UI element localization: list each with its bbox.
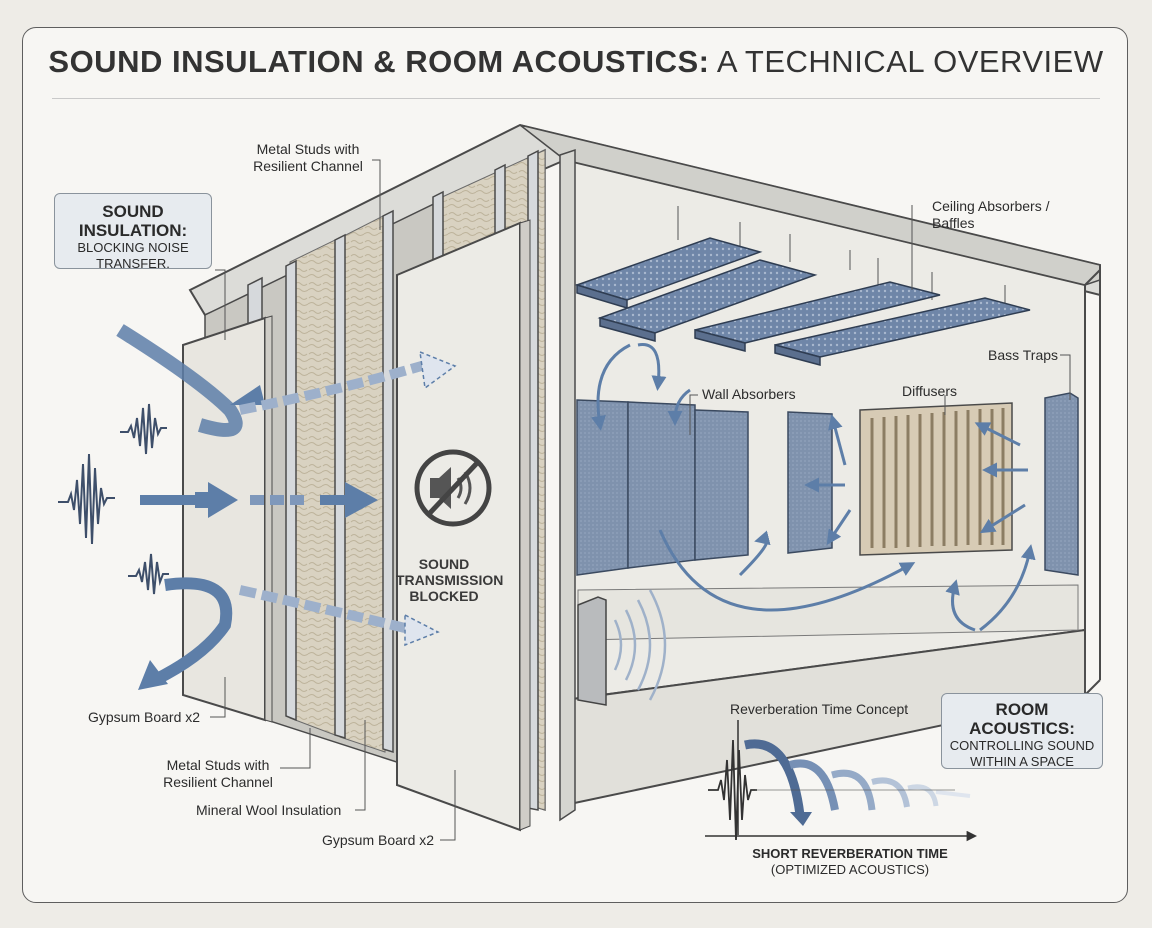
sound-insulation-heading-2: INSULATION: <box>78 221 188 240</box>
label-metal-studs-top-line-2: Resilient Channel <box>253 158 363 174</box>
sound-insulation-sub-2: TRANSFER. <box>96 256 170 271</box>
sound-insulation-callout: SOUND INSULATION: BLOCKING NOISE TRANSFE… <box>54 193 212 271</box>
floor-speaker <box>577 589 667 706</box>
incoming-sound-waves <box>58 403 169 595</box>
reverb-graph <box>705 720 978 842</box>
label-reverb-concept: Reverberation Time Concept <box>730 701 909 717</box>
label-ceiling-absorbers: Ceiling Absorbers / Baffles <box>932 198 1050 232</box>
label-wall-absorbers: Wall Absorbers <box>702 386 796 402</box>
room-acoustics-callout: ROOM ACOUSTICS: CONTROLLING SOUND WITHIN… <box>941 693 1103 769</box>
reverb-caption-line-2: (OPTIMIZED ACOUSTICS) <box>770 862 930 877</box>
wall-absorbers <box>576 399 833 576</box>
ceiling-baffles <box>574 206 1031 366</box>
sound-blocked-line-1: SOUND <box>418 556 470 572</box>
label-metal-studs-top-line-1: Metal Studs with <box>256 141 360 157</box>
label-gypsum-left: Gypsum Board x2 <box>88 709 201 725</box>
sound-blocked-text: SOUND TRANSMISSION BLOCKED <box>396 556 504 604</box>
room-acoustics-heading-2: ACOUSTICS: <box>969 719 1075 738</box>
reverb-caption: SHORT REVERBERATION TIME (OPTIMIZED ACOU… <box>700 846 1000 878</box>
title-divider <box>52 98 1100 99</box>
label-metal-studs-bottom-line-2: Resilient Channel <box>163 774 273 790</box>
label-ceiling-absorbers-line-1: Ceiling Absorbers / <box>932 198 1050 214</box>
sound-arrows <box>116 324 457 690</box>
label-ceiling-absorbers-line-2: Baffles <box>932 215 975 231</box>
sound-blocked-line-2: TRANSMISSION <box>396 572 504 588</box>
room-acoustics-sub-1: CONTROLLING SOUND <box>949 738 1095 753</box>
diffuser-panel <box>859 402 1013 556</box>
label-metal-studs-bottom-line-1: Metal Studs with <box>166 757 270 773</box>
speaker-muted-icon <box>414 449 492 527</box>
label-metal-studs-bottom: Metal Studs with Resilient Channel <box>158 757 278 791</box>
gypsum-boards <box>182 219 531 832</box>
room-acoustics-sub-2: WITHIN A SPACE <box>970 754 1074 769</box>
label-metal-studs-top: Metal Studs with Resilient Channel <box>248 141 368 175</box>
page-title: SOUND INSULATION & ROOM ACOUSTICS: A TEC… <box>48 44 1104 79</box>
reverb-caption-line-1: SHORT REVERBERATION TIME <box>752 846 948 861</box>
label-gypsum-right: Gypsum Board x2 <box>322 832 435 848</box>
label-diffusers: Diffusers <box>902 383 957 399</box>
label-mineral-wool: Mineral Wool Insulation <box>196 802 342 818</box>
room-reflection-arrows <box>591 343 1036 632</box>
room-acoustics-heading-1: ROOM <box>995 700 1049 719</box>
sound-insulation-heading-1: SOUND <box>102 202 164 221</box>
sound-blocked-line-3: BLOCKED <box>409 588 479 604</box>
bass-trap <box>1044 392 1079 576</box>
sound-insulation-sub-1: BLOCKING NOISE <box>77 240 189 255</box>
label-bass-traps: Bass Traps <box>988 347 1059 363</box>
leader-lines <box>210 159 1086 841</box>
